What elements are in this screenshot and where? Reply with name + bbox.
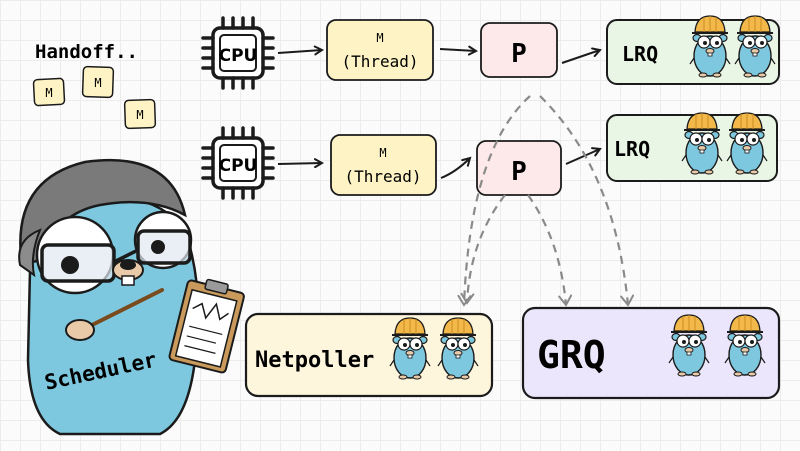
cpu-row-2-label: CPU — [219, 156, 258, 176]
p-row-2-label: P — [511, 157, 527, 187]
handoff-m-2-label: M — [94, 76, 101, 90]
handoff-m-3: M — [123, 98, 157, 130]
lrq-box-row-2: LRQ — [606, 112, 778, 182]
dashed-arrow-p2-to-netpoller — [460, 194, 506, 305]
p-row-1-label: P — [511, 39, 527, 69]
cpu-row-2: CPU — [201, 126, 275, 200]
m-row-1-label: M — [376, 31, 383, 45]
netpoller-label: Netpoller — [255, 348, 374, 373]
handoff-label: Handoff.. — [35, 41, 138, 63]
arrow-m-to-p-row-2 — [440, 158, 470, 179]
lrq-row-1-label: LRQ — [622, 42, 658, 66]
arrow-p-to-lrq-row-2 — [565, 149, 600, 165]
arrow-m-to-p-row-1 — [439, 49, 476, 51]
arrow-cpu-to-m-row-2 — [277, 163, 322, 164]
grq-box: GRQ — [521, 306, 781, 400]
handoff-m-1-label: M — [45, 86, 52, 100]
scheduler-gopher-illustration: Scheduler — [18, 158, 245, 436]
dashed-arrow-p1-to-grq — [539, 95, 635, 307]
cpu-row-1-label: CPU — [219, 46, 258, 66]
m-thread-box-row-1: M (Thread) — [326, 19, 434, 81]
lrq-row-2-label: LRQ — [614, 137, 650, 161]
p-box-row-2: P — [476, 140, 562, 196]
m-row-2-label: M — [379, 146, 386, 160]
lrq-box-row-1: LRQ — [606, 15, 780, 85]
dashed-arrows — [457, 95, 635, 307]
arrow-cpu-to-m-row-1 — [277, 50, 322, 53]
cpu-row-1: CPU — [201, 16, 275, 90]
dashed-arrow-p2-to-grq — [527, 194, 573, 307]
m-thread-box-row-2: M (Thread) — [330, 134, 437, 196]
thread-row-2-label: (Thread) — [344, 167, 421, 186]
dashed-arrow-p1-to-netpoller — [457, 95, 531, 307]
thread-row-1-label: (Thread) — [341, 52, 418, 71]
handoff-m-3-label: M — [136, 108, 143, 122]
arrow-p-to-lrq-row-1 — [561, 50, 600, 64]
handoff-m-1: M — [32, 77, 66, 107]
grq-label: GRQ — [537, 333, 606, 377]
handoff-m-2: M — [81, 65, 115, 99]
p-box-row-1: P — [480, 22, 558, 78]
netpoller-box: Netpoller — [244, 312, 494, 398]
